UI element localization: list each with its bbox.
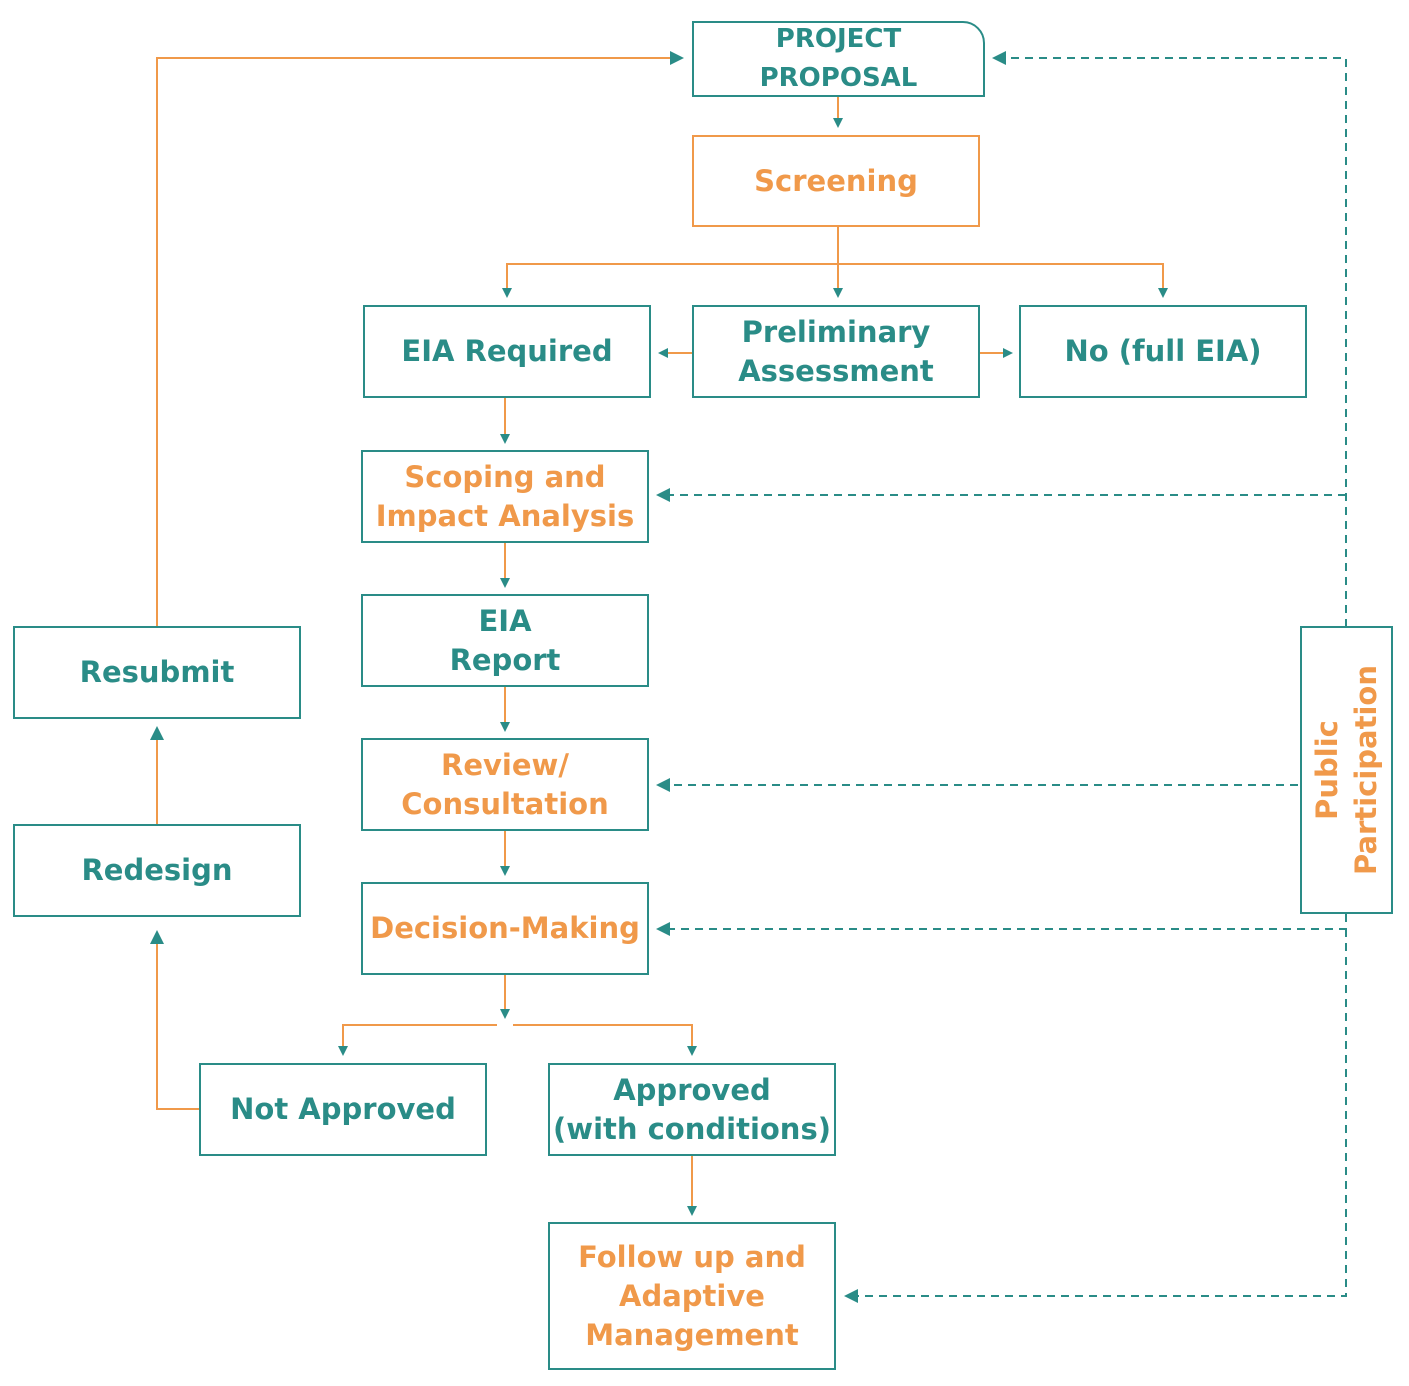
node-follow-up-label: Follow up and Adaptive Management <box>578 1239 806 1352</box>
node-redesign: Redesign <box>13 824 301 917</box>
node-scoping-label: Scoping and Impact Analysis <box>375 459 635 533</box>
node-preliminary-assessment: Preliminary Assessment <box>692 305 980 398</box>
arrow-resubmit-proposal <box>156 51 684 627</box>
node-resubmit: Resubmit <box>13 626 301 719</box>
arrow-screening-eia-required <box>502 263 838 298</box>
arrow-decision-not-approved <box>338 1024 497 1056</box>
node-redesign-label: Redesign <box>81 853 233 887</box>
node-not-approved: Not Approved <box>199 1063 487 1156</box>
node-decision-label: Decision-Making <box>370 911 640 945</box>
dashed-pp-decision <box>656 914 1347 936</box>
node-public-participation: Public Participation <box>1300 626 1393 914</box>
dashed-pp-follow-up <box>844 929 1347 1303</box>
node-scoping: Scoping and Impact Analysis <box>361 450 649 543</box>
node-eia-report-label: EIA Report <box>449 603 561 677</box>
node-eia-required: EIA Required <box>363 305 651 398</box>
node-no-full-eia: No (full EIA) <box>1019 305 1307 398</box>
node-review: Review/ Consultation <box>361 738 649 831</box>
node-eia-required-label: EIA Required <box>401 334 613 368</box>
node-eia-report: EIA Report <box>361 594 649 687</box>
node-not-approved-label: Not Approved <box>230 1092 456 1126</box>
node-follow-up: Follow up and Adaptive Management <box>548 1222 836 1370</box>
arrow-not-approved-redesign <box>150 930 200 1110</box>
node-public-participation-label: Public Participation <box>1309 665 1383 875</box>
node-screening: Screening <box>692 135 980 227</box>
node-approved-label: Approved (with conditions) <box>553 1072 831 1146</box>
node-no-full-eia-label: No (full EIA) <box>1064 334 1262 368</box>
node-review-label: Review/ Consultation <box>401 747 609 821</box>
node-decision: Decision-Making <box>361 882 649 975</box>
arrow-decision-approved <box>513 1024 697 1056</box>
node-preliminary-assessment-label: Preliminary Assessment <box>738 314 934 388</box>
node-project-proposal-label: PROJECT PROPOSAL <box>759 24 918 93</box>
node-project-proposal: PROJECT PROPOSAL <box>692 21 985 97</box>
arrow-screening-no-full-eia <box>838 263 1168 298</box>
node-resubmit-label: Resubmit <box>79 655 235 689</box>
dashed-pp-proposal <box>992 51 1347 627</box>
node-approved: Approved (with conditions) <box>548 1063 836 1156</box>
node-screening-label: Screening <box>754 163 918 198</box>
